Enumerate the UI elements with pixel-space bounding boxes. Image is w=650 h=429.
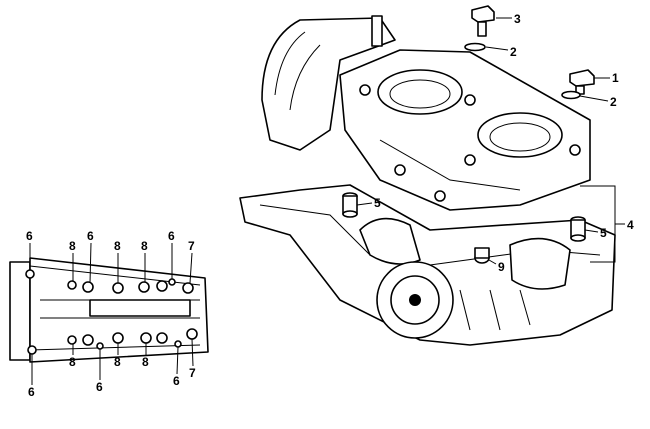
crankcase-upper-half: [261, 15, 591, 211]
callout-3: 3: [514, 12, 521, 26]
crankcase-bottom-view: [9, 257, 209, 363]
callout-6: 6: [96, 380, 103, 394]
callout-8: 8: [114, 239, 121, 253]
callout-8: 8: [141, 239, 148, 253]
callout-labels-left: 6 8 6 8 8 6 7 8 6 8 8 6 7 6: [26, 229, 196, 399]
callout-7: 7: [188, 239, 195, 253]
callout-9: 9: [498, 260, 505, 274]
callout-8: 8: [69, 239, 76, 253]
callout-5: 5: [374, 196, 381, 210]
callout-7: 7: [189, 366, 196, 380]
bolt-heads-top-row: [25, 269, 194, 294]
callout-6: 6: [168, 229, 175, 243]
callout-2: 2: [610, 95, 617, 109]
callout-6: 6: [28, 385, 35, 399]
callout-2: 2: [510, 45, 517, 59]
callout-6: 6: [26, 229, 33, 243]
callout-6: 6: [173, 374, 180, 388]
callout-8: 8: [142, 355, 149, 369]
callout-8: 8: [114, 355, 121, 369]
callout-4: 4: [627, 218, 634, 232]
callout-8: 8: [69, 355, 76, 369]
callout-6: 6: [87, 229, 94, 243]
crankcase-lower-half: [239, 184, 616, 346]
callout-5: 5: [600, 226, 607, 240]
small-parts: [342, 5, 595, 242]
callout-labels-right: 3 2 1 2 5 5 4 9: [374, 12, 634, 274]
callout-1: 1: [612, 71, 619, 85]
leader-lines-left: [29, 242, 194, 385]
leader-lines-right: [356, 17, 625, 265]
